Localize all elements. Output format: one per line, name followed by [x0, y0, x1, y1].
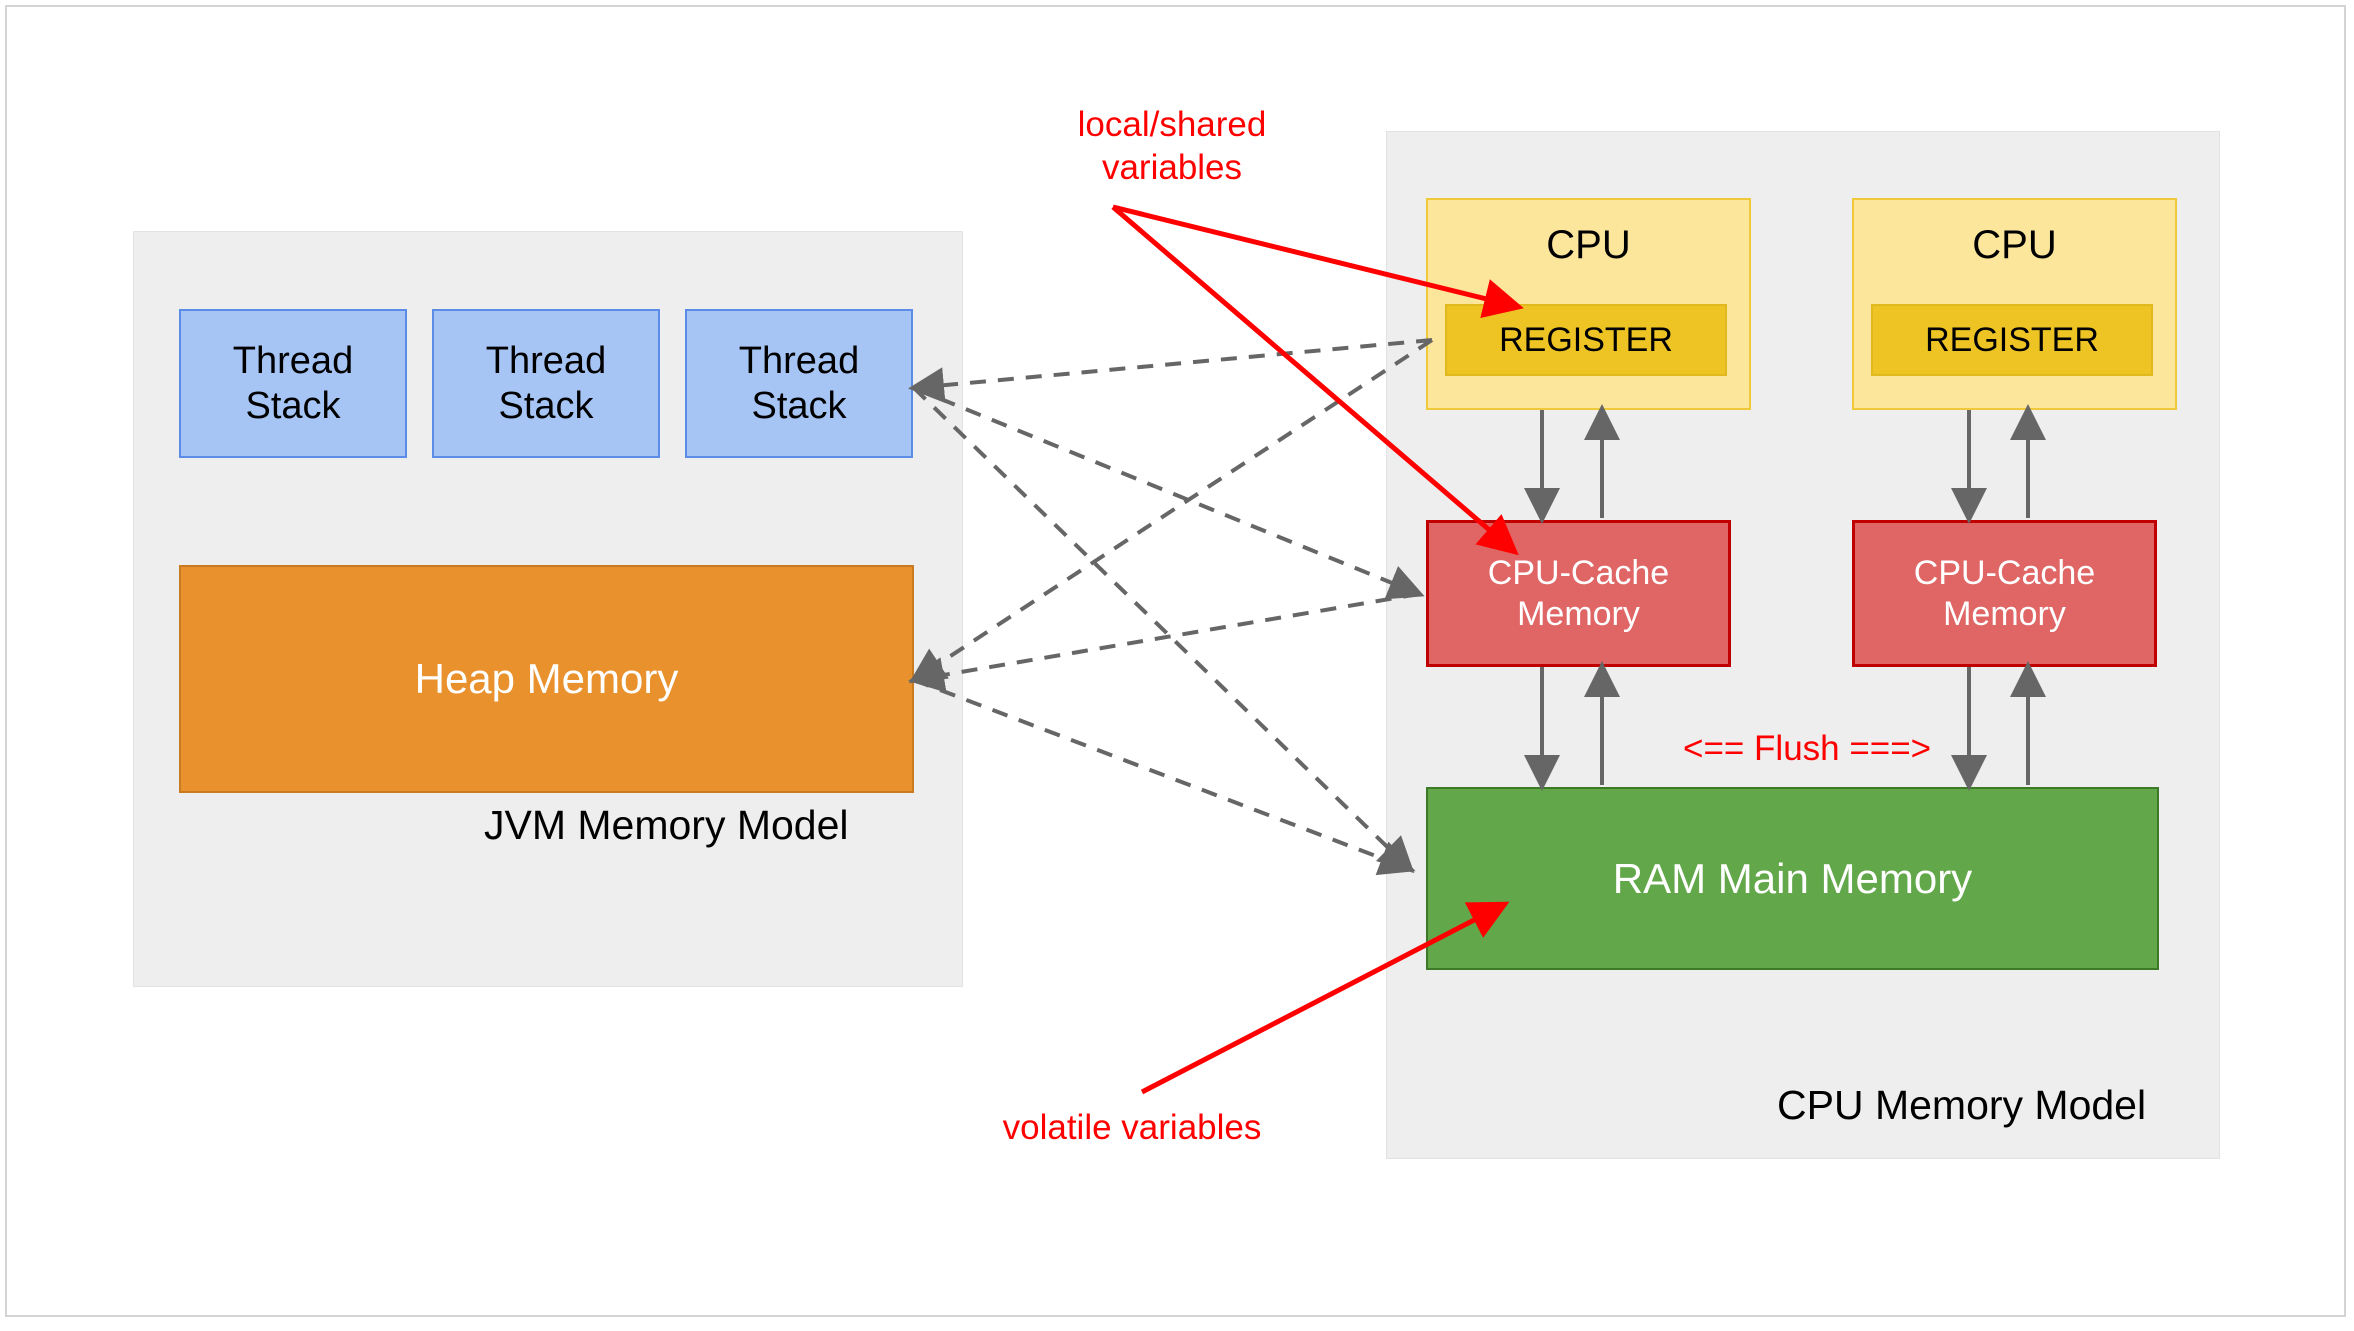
- dashed-connector-group: [908, 338, 1434, 876]
- dashed-register-to-heap: [908, 338, 1434, 684]
- volatile-variables-label: volatile variables: [1002, 1108, 1262, 1147]
- thread-stack-box-3[interactable]: Thread Stack: [685, 309, 913, 458]
- diagram-frame: JVM Memory Model Thread Stack Thread Sta…: [5, 5, 2346, 1317]
- dashed-thread-stack-to-ram: [912, 386, 1415, 874]
- thread-stack-box-2[interactable]: Thread Stack: [432, 309, 660, 458]
- flush-label: <== Flush ===>: [1683, 729, 1932, 768]
- local-shared-variables-label: local/shared variables: [1077, 105, 1267, 187]
- dashed-register-to-thread-stack: [908, 338, 1433, 404]
- register-box-1[interactable]: REGISTER: [1445, 304, 1727, 376]
- ram-main-memory-box[interactable]: RAM Main Memory: [1426, 787, 2159, 970]
- cpu-cache-box-1[interactable]: CPU-Cache Memory: [1426, 520, 1731, 667]
- cpu-cache-box-2[interactable]: CPU-Cache Memory: [1852, 520, 2157, 667]
- heap-memory-box[interactable]: Heap Memory: [179, 565, 914, 793]
- cpu-panel-title: CPU Memory Model: [1777, 1082, 2147, 1128]
- dashed-thread-stack-to-cache: [913, 386, 1425, 600]
- dashed-heap-to-ram: [913, 678, 1416, 876]
- register-box-2[interactable]: REGISTER: [1871, 304, 2153, 376]
- dashed-cache-to-heap: [908, 592, 1420, 693]
- thread-stack-box-1[interactable]: Thread Stack: [179, 309, 407, 458]
- jvm-panel-title: JVM Memory Model: [484, 802, 849, 848]
